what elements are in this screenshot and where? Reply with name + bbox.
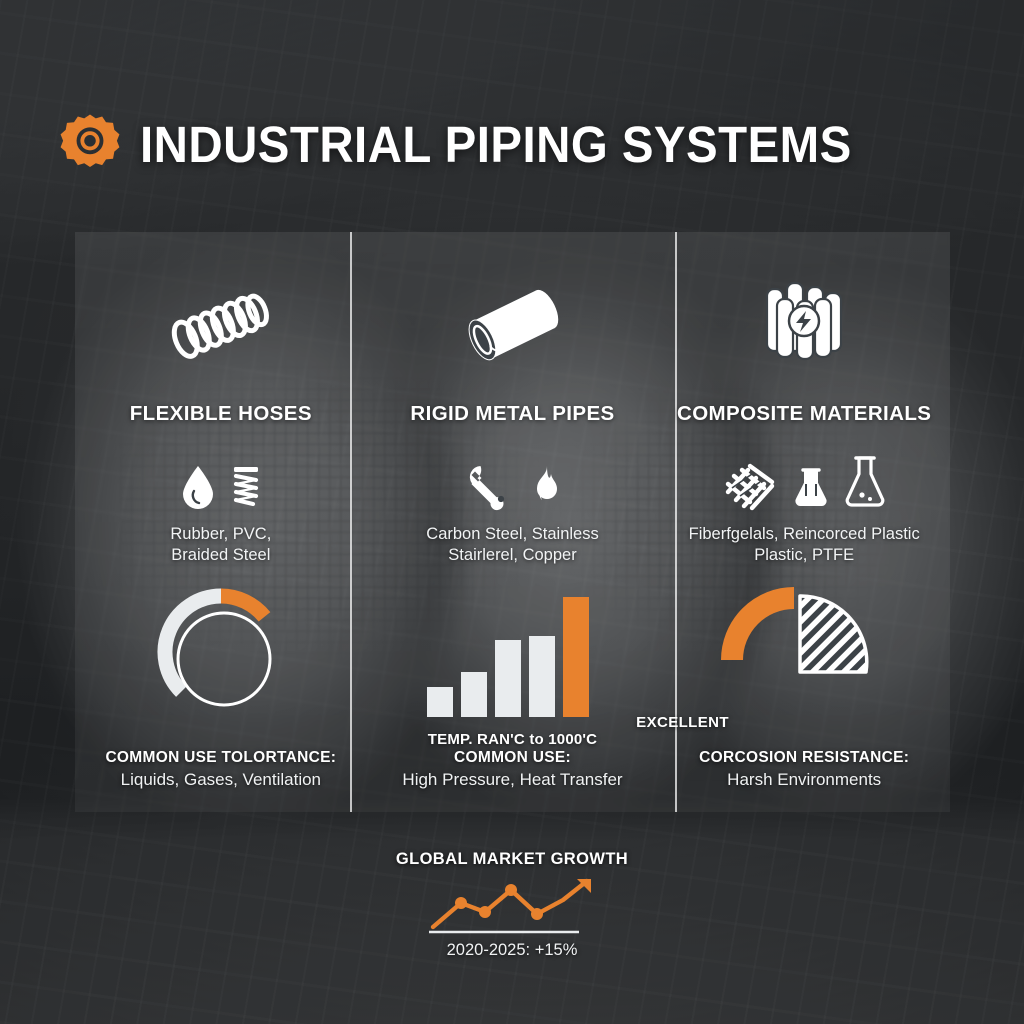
growth-title: GLOBAL MARKET GROWTH [395,850,629,868]
footer-label-composite-materials: CORCOSION RESISTANCE: [699,749,910,766]
viz-rigid-metal-pipes: TEMP. RAN'C to 1000'C [367,566,659,749]
coil-spring-icon [233,467,258,507]
bar-5-highlight [562,597,589,718]
donut-gauge-chart [157,588,272,707]
water-droplet-icon [182,466,213,509]
footer-value-flexible-hoses: Liquids, Gases, Ventilation [120,770,322,789]
flask-small-icon [795,468,827,506]
bar-chart-caption: TEMP. RAN'C to 1000'C [427,731,598,749]
footer-value-composite-materials: Harsh Environments [727,770,882,789]
column-composite-materials[interactable]: COMPOSITE MATERIALS [636,232,950,812]
footer-composite-materials: CORCOSION RESISTANCE: Harsh Environments [658,749,950,812]
growth-point-4 [531,908,543,920]
growth-subtitle: 2020-2025: +15% [446,941,578,959]
flask-large-icon [845,456,885,507]
page-title: INDUSTRIAL PIPING SYSTEMS [140,115,852,173]
bar-1 [426,687,453,718]
gear-icon [60,114,120,168]
column-title-rigid-metal-pipes: RIGID METAL PIPES [410,402,615,425]
column-rigid-metal-pipes[interactable]: RIGID METAL PIPES Carbon Steel, Stainles… [367,232,659,812]
materials-rigid-metal-pipes: Carbon Steel, Stainless Stairlerel, Copp… [426,525,599,564]
comparison-panel: FLEXIBLE HOSES Rubber, PVC, Braided Stee… [75,232,950,812]
metal-pipe-icon [468,289,558,361]
column-divider-2 [675,232,677,812]
column-title-composite-materials: COMPOSITE MATERIALS [676,402,932,425]
flexible-hose-icon-wrap [161,270,281,380]
woven-fiber-icon [725,463,775,511]
wrench-icon [469,466,504,511]
viz-composite-materials: EXCELLENT [636,566,950,749]
growth-point-1 [455,897,467,909]
column-divider-1 [350,232,352,812]
footer-flexible-hoses: COMMON USE TOLORTANCE: Liquids, Gases, V… [75,749,367,812]
composite-pipes-bundle-icon-wrap [749,270,859,380]
materials-composite-materials: Fiberfgelals, Reincorced Plastic Plastic… [688,525,920,564]
footer-value-rigid-metal-pipes: High Pressure, Heat Transfer [402,770,623,789]
growth-line-chart [429,878,591,934]
material-icons-rigid-metal-pipes [464,454,562,511]
footer-label-flexible-hoses: COMMON USE TOLORTANCE: [105,749,337,766]
footer-rigid-metal-pipes: COMMON USE: High Pressure, Heat Transfer [367,749,659,812]
material-icons-composite-materials [722,454,886,511]
bar-2 [460,672,487,718]
growth-arrow-head [577,879,591,893]
flame-icon [536,466,557,500]
corrosion-resistance-gauge [721,587,869,675]
material-icons-flexible-hoses [181,454,261,510]
composite-pipes-bundle-icon [766,281,843,361]
bar-4 [528,636,555,718]
global-market-growth-section: GLOBAL MARKET GROWTH 2020-2025: +15% [0,850,1024,960]
bar-3 [494,640,521,718]
column-flexible-hoses[interactable]: FLEXIBLE HOSES Rubber, PVC, Braided Stee… [75,232,367,812]
growth-point-2 [479,906,491,918]
viz-flexible-hoses [75,566,367,749]
rating-badge-composite: EXCELLENT [636,714,729,732]
column-title-flexible-hoses: FLEXIBLE HOSES [129,402,312,425]
flexible-hose-icon [171,293,269,359]
temperature-bar-chart [426,597,589,718]
footer-label-rigid-metal-pipes: COMMON USE: [454,749,571,766]
materials-flexible-hoses: Rubber, PVC, Braided Steel [170,525,272,564]
growth-point-3 [505,884,517,896]
metal-pipe-icon-wrap [453,270,573,380]
header: INDUSTRIAL PIPING SYSTEMS [58,112,905,176]
